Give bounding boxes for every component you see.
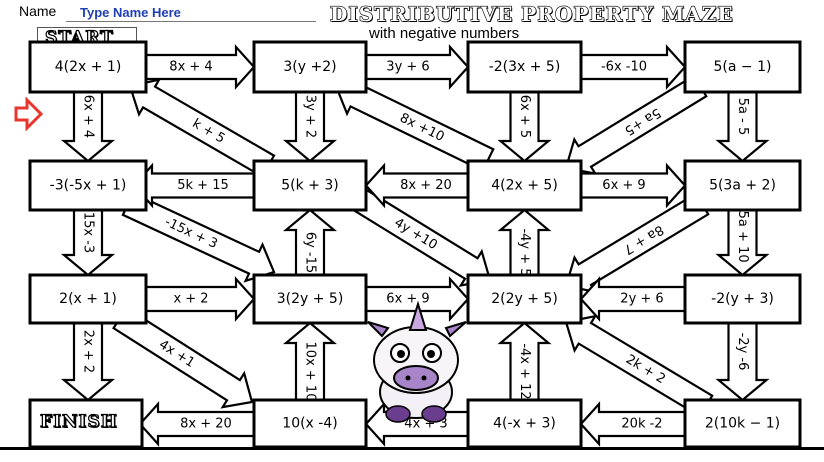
maze-box-label: 4(-x + 3) <box>493 416 556 432</box>
maze-box-label: 4(2x + 5) <box>491 178 558 194</box>
arrow-label: -2y -6 <box>735 333 750 371</box>
maze-box-label: 2(x + 1) <box>59 291 117 307</box>
arrow-label: 15a + 10 <box>735 202 750 262</box>
h-arrow-r1-c2: 6x + 9 <box>579 162 687 209</box>
maze-box-label: 10(x -4) <box>282 416 337 432</box>
maze-box-label: -2(y + 3) <box>711 291 774 307</box>
maze-box-r1c2: 4(2x + 5) <box>466 159 583 212</box>
h-arrow-r3-c0: 8x + 20 <box>138 401 256 447</box>
arrow-label: 6x + 9 <box>602 178 645 193</box>
maze-box-r3c3: 2(10k − 1) <box>683 398 802 449</box>
v-arrow-c3-r2: -2y -6 <box>715 321 770 402</box>
h-arrow-r2-c2: 2y + 6 <box>579 276 687 322</box>
maze-box-r1c1: 5(k + 3) <box>252 159 368 212</box>
arrow-label: -4y + 5 <box>517 228 532 276</box>
arrow-label: 10x + 10 <box>303 342 318 402</box>
maze-box-r0c0: 4(2x + 1) <box>28 40 148 94</box>
arrow-label: 5k + 15 <box>177 178 229 193</box>
v-arrow-c1-r1: 6y -15 <box>282 208 338 277</box>
v-arrow-c2-r0: 6x + 5 <box>497 90 552 163</box>
arrow-label: -4x + 12 <box>517 343 532 399</box>
arrow-label: 3y + 6 <box>386 60 429 75</box>
maze-box-r2c2: 2(2y + 5) <box>466 273 583 325</box>
maze-box-r3c2: 4(-x + 3) <box>466 398 583 449</box>
h-arrow-r0-c2: -6x -10 <box>579 44 687 90</box>
arrow-label: -6x -10 <box>601 60 647 75</box>
unicorn-icon <box>367 300 467 423</box>
arrow-label: 6x + 5 <box>517 95 532 138</box>
finish-box <box>28 398 144 449</box>
arrow-label: 2x + 2 <box>81 330 96 373</box>
maze-box-r0c1: 3(y +2) <box>252 40 368 94</box>
arrow-label: 20k -2 <box>621 417 662 432</box>
maze-box-label: 5(a − 1) <box>714 59 772 75</box>
v-arrow-c0-r2: 2x + 2 <box>60 321 116 402</box>
h-arrow-r0-c1: 3y + 6 <box>364 44 470 90</box>
name-label: Name <box>19 3 57 19</box>
diag-arrow-k5: k + 5 <box>128 78 276 178</box>
diag-arrow-4y10: 4y +10 <box>352 188 492 288</box>
maze-box-r2c3: -2(y + 3) <box>683 273 802 325</box>
arrow-label: 8x + 20 <box>180 417 232 432</box>
name-field[interactable]: Type Name Here <box>80 5 181 20</box>
h-arrow-r1-c1: 8x + 20 <box>364 162 470 209</box>
maze-box-r1c0: -3(-5x + 1) <box>28 159 148 212</box>
maze-box-label: -3(-5x + 1) <box>50 178 127 194</box>
arrow-label: 5a - 5 <box>735 98 750 135</box>
arrow-label: 3y + 2 <box>303 95 318 138</box>
finish-label: FINISH <box>39 411 118 432</box>
h-arrow-r1-c0: 5k + 15 <box>132 162 256 209</box>
v-arrow-c2-r1: -4y + 5 <box>497 208 552 277</box>
v-arrow-c2-r2: -4x + 12 <box>497 321 552 402</box>
maze-box-label: 3(2y + 5) <box>277 291 344 307</box>
v-arrow-c1-r0: 3y + 2 <box>282 90 338 163</box>
h-arrow-r3-c2: 20k -2 <box>579 401 687 447</box>
maze-box-label: 2(2y + 5) <box>491 291 558 307</box>
arrow-label: 8x + 20 <box>400 178 452 193</box>
arrow-label: 15x -3 <box>81 212 96 253</box>
arrow-right-icon <box>14 97 44 131</box>
maze-box-r0c3: 5(a − 1) <box>683 40 802 94</box>
arrow-label: 2y + 6 <box>620 292 663 307</box>
arrow-label: x + 2 <box>173 292 208 307</box>
maze-box-r2c1: 3(2y + 5) <box>252 273 368 325</box>
arrow-label: 8x + 4 <box>169 60 212 75</box>
maze-box-r3c1: 10(x -4) <box>252 398 368 449</box>
bottom-divider <box>0 447 824 450</box>
maze-box-r0c2: -2(3x + 5) <box>466 40 583 94</box>
maze-box-label: 5(3a + 2) <box>709 178 776 194</box>
h-arrow-r2-c1: 6x + 9 <box>364 276 470 322</box>
page-subtitle: with negative numbers <box>369 25 520 42</box>
maze-box-label: 2(10k − 1) <box>705 416 780 432</box>
maze-box-label: 5(k + 3) <box>281 178 338 194</box>
h-arrow-r0-c0: 8x + 4 <box>144 44 256 90</box>
page-title: DISTRIBUTIVE PROPERTY MAZE <box>329 1 734 26</box>
maze-box-label: 4(2x + 1) <box>55 59 122 75</box>
arrow-label: 6x + 9 <box>386 292 429 307</box>
maze-box-r1c3: 5(3a + 2) <box>683 159 802 212</box>
arrow-label: 6x + 4 <box>81 95 96 138</box>
v-arrow-c0-r1: 15x -3 <box>60 208 116 277</box>
name-underline <box>66 21 316 22</box>
v-arrow-c3-r1: 15a + 10 <box>715 202 770 277</box>
maze-box-r2c0: 2(x + 1) <box>28 273 148 325</box>
h-arrow-r2-c0: x + 2 <box>144 276 256 322</box>
v-arrow-c1-r2: 10x + 10 <box>282 321 338 402</box>
arrow-label: 6y -15 <box>303 232 318 273</box>
v-arrow-c3-r0: 5a - 5 <box>715 90 770 163</box>
v-arrow-c0-r0: 6x + 4 <box>60 90 116 163</box>
maze-box-label: 3(y +2) <box>283 59 336 75</box>
maze-box-label: -2(3x + 5) <box>489 59 561 75</box>
